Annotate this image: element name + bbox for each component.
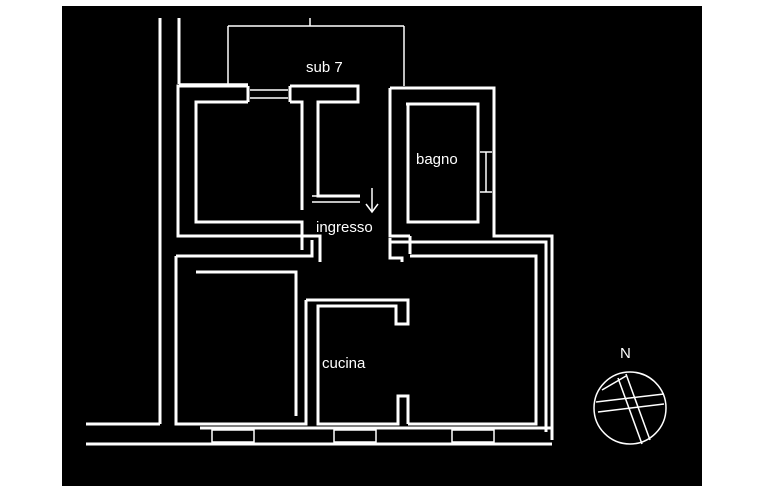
- north-arrow-compass-icon: [593, 371, 667, 445]
- room-bottom-right: [390, 240, 548, 432]
- left-exterior-wall: [86, 18, 200, 446]
- label-bagno: bagno: [416, 151, 458, 168]
- bottom-exterior-wall: [200, 426, 552, 446]
- label-cucina: cucina: [322, 355, 366, 372]
- room-cucina: [306, 298, 410, 426]
- label-ingresso: ingresso: [316, 219, 373, 236]
- ingresso-area: [312, 195, 412, 262]
- plan-background: [62, 6, 702, 486]
- room-bottom-left: [174, 240, 314, 426]
- entrance-arrow-icon: [365, 188, 379, 214]
- room-bagno: [388, 86, 554, 440]
- compass-north-label: N: [620, 345, 631, 362]
- sub7-outline: [179, 18, 405, 86]
- label-sub7: sub 7: [306, 59, 343, 76]
